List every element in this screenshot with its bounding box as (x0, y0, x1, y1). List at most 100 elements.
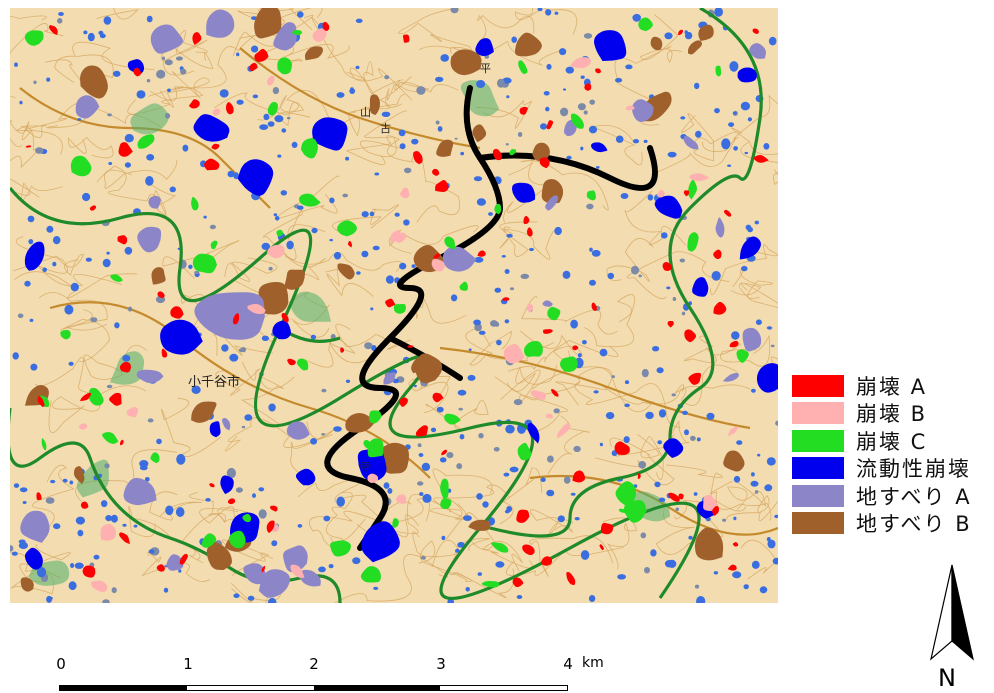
contour-line (311, 17, 366, 81)
collapse-c-polygon (192, 253, 217, 274)
collapse-b-polygon (266, 244, 285, 259)
small-landslide-dot (169, 186, 176, 193)
contour-line (574, 381, 681, 428)
collapse-a-polygon (595, 68, 601, 74)
collapse-c-polygon (367, 438, 384, 458)
small-landslide-dot (188, 264, 193, 269)
small-landslide-dot (666, 286, 671, 290)
collapse-a-polygon (614, 441, 630, 456)
small-landslide-dot (696, 596, 706, 603)
small-landslide-dot (505, 143, 509, 146)
landslide-b-polygon (514, 32, 542, 57)
small-landslide-dot (11, 551, 18, 556)
small-landslide-dot (111, 587, 117, 594)
small-landslide-dot (146, 154, 155, 161)
small-landslide-dot (733, 475, 741, 483)
collapse-a-polygon (572, 470, 586, 483)
landslide-b-polygon (20, 577, 34, 592)
small-landslide-dot (417, 481, 424, 486)
small-landslide-dot (104, 463, 110, 469)
contour-line (10, 178, 63, 201)
flow-failure-polygon (295, 468, 316, 486)
small-landslide-dot (229, 353, 239, 362)
collapse-a-polygon (668, 492, 680, 502)
small-landslide-dot (156, 69, 166, 79)
contour-line (224, 417, 333, 452)
small-landslide-dot (736, 440, 743, 445)
small-landslide-dot (372, 245, 380, 251)
flow-failure-polygon (737, 67, 757, 83)
small-landslide-dot (176, 453, 186, 465)
small-landslide-dot (553, 408, 560, 414)
collapse-a-polygon (80, 501, 89, 509)
collapse-c-polygon (300, 138, 318, 159)
collapse-a-polygon (119, 532, 130, 544)
small-landslide-dot (28, 239, 34, 245)
small-landslide-dot (259, 124, 269, 130)
collapse-b-polygon (390, 230, 401, 243)
collapse-c-polygon (518, 60, 528, 74)
flow-failure-polygon (193, 114, 230, 142)
small-landslide-dot (645, 411, 654, 420)
landslide-a-polygon (631, 99, 654, 122)
contour-line (469, 330, 512, 366)
small-landslide-dot (321, 433, 326, 436)
small-landslide-dot (411, 138, 419, 145)
small-landslide-dot (333, 426, 342, 432)
contour-line (54, 41, 155, 83)
small-landslide-dot (457, 389, 467, 396)
contour-line (710, 244, 778, 296)
scale-segment (60, 686, 187, 690)
small-landslide-dot (695, 130, 702, 138)
small-landslide-dot (714, 8, 723, 17)
collapse-a-polygon (254, 48, 269, 62)
small-landslide-dot (747, 226, 753, 233)
small-landslide-dot (329, 238, 334, 242)
contour-line (60, 309, 110, 363)
collapse-c-polygon (586, 190, 596, 201)
small-landslide-dot (759, 586, 768, 594)
small-landslide-dot (355, 18, 363, 23)
boundary-line (10, 186, 701, 600)
small-landslide-dot (165, 505, 174, 516)
landslide-map[interactable]: 小千谷市 古 平 寺 山 (10, 8, 778, 603)
map-place-labels: 小千谷市 古 平 寺 山 (188, 62, 491, 473)
collapse-a-polygon (684, 329, 697, 343)
contour-line (397, 79, 459, 93)
small-landslide-dot (688, 535, 693, 540)
legend-item-collapse-a: 崩壊 A (792, 372, 992, 400)
small-landslide-dot (638, 461, 647, 469)
small-landslide-dot (747, 117, 753, 122)
small-landslide-dot (473, 176, 483, 182)
small-landslide-dot (68, 361, 74, 366)
small-landslide-dot (640, 532, 647, 539)
small-landslide-dot (139, 465, 148, 471)
small-landslide-dot (310, 438, 318, 445)
collapse-a-polygon (667, 320, 674, 328)
collapse-a-polygon (516, 509, 530, 523)
small-landslide-dot (435, 76, 444, 82)
collapse-a-polygon (678, 493, 684, 500)
small-landslide-dot (476, 198, 486, 206)
small-landslide-dot (766, 537, 771, 542)
landslide-a-polygon (194, 292, 265, 340)
contour-line (10, 126, 63, 169)
landslide-a-polygon (383, 372, 396, 385)
small-landslide-dot (520, 273, 530, 279)
legend-swatch (792, 429, 844, 452)
small-landslide-dot (33, 80, 37, 85)
contour-line (583, 294, 635, 348)
collapse-c-polygon (494, 203, 502, 215)
small-landslide-dot (583, 33, 593, 39)
small-landslide-dot (450, 8, 459, 14)
landslide-b-polygon (151, 267, 166, 285)
small-landslide-dot (244, 414, 253, 421)
small-landslide-dot (180, 68, 187, 75)
contour-line (749, 142, 778, 185)
collapse-c-polygon (481, 580, 500, 588)
small-landslide-dot (110, 514, 118, 523)
flow-failure-polygon (594, 30, 627, 61)
collapse-a-polygon (477, 250, 486, 257)
contour-line (214, 89, 331, 123)
small-landslide-dot (136, 90, 146, 99)
